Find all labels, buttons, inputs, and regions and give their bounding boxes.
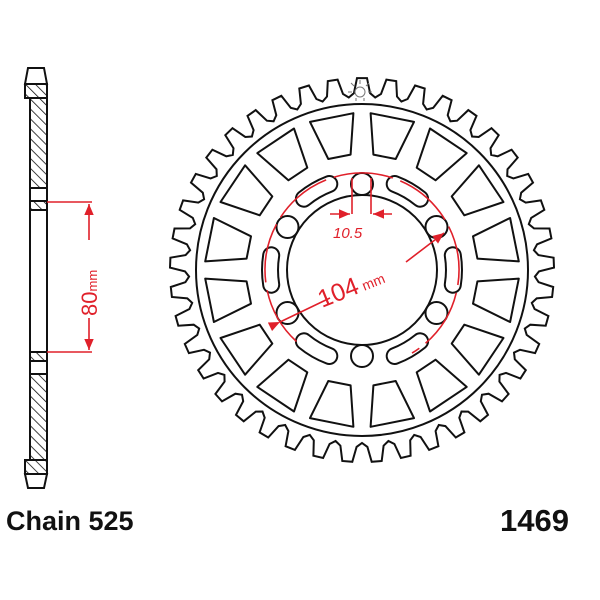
- lightening-window: [219, 323, 274, 376]
- chain-label: Chain 525: [6, 506, 134, 536]
- rim-circle: [195, 103, 529, 437]
- lightening-window: [219, 164, 274, 217]
- slot: [387, 334, 428, 363]
- bolt-hole: [424, 301, 449, 325]
- slot: [445, 248, 461, 292]
- lightening-window: [204, 277, 252, 323]
- side-profile: [23, 67, 49, 489]
- lightening-window: [415, 358, 468, 413]
- bolt-hole: [275, 215, 300, 239]
- lightening-window: [415, 127, 468, 182]
- lightening-window: [369, 112, 415, 160]
- lightening-window: [309, 380, 355, 428]
- part-number: 1469: [500, 503, 569, 538]
- lightening-window: [472, 277, 520, 323]
- lightening-window: [472, 217, 520, 263]
- lightening-window: [256, 127, 309, 182]
- lightening-window: [450, 164, 505, 217]
- slot: [263, 248, 279, 292]
- sprocket-teeth: [168, 77, 556, 463]
- lightening-window: [309, 112, 355, 160]
- lightening-window: [204, 217, 252, 263]
- bolt-circle-label: 104mm: [314, 262, 389, 314]
- bolt-hole: [350, 172, 374, 196]
- sprocket-face: [168, 77, 556, 463]
- bolt-hole-label: 10.5: [333, 225, 363, 242]
- center-bore: [286, 194, 438, 346]
- center-bore-dimension: [47, 201, 94, 353]
- lightening-window: [369, 380, 415, 428]
- lightening-window: [256, 358, 309, 413]
- slot: [296, 177, 337, 206]
- lightening-window: [450, 323, 505, 376]
- slot: [296, 334, 337, 363]
- center-bore-label: 80mm: [77, 270, 102, 316]
- bolt-hole: [350, 344, 374, 368]
- slot: [387, 177, 428, 206]
- bolt-circle-dimension: [264, 172, 460, 354]
- brand-logo-icon: [348, 80, 372, 101]
